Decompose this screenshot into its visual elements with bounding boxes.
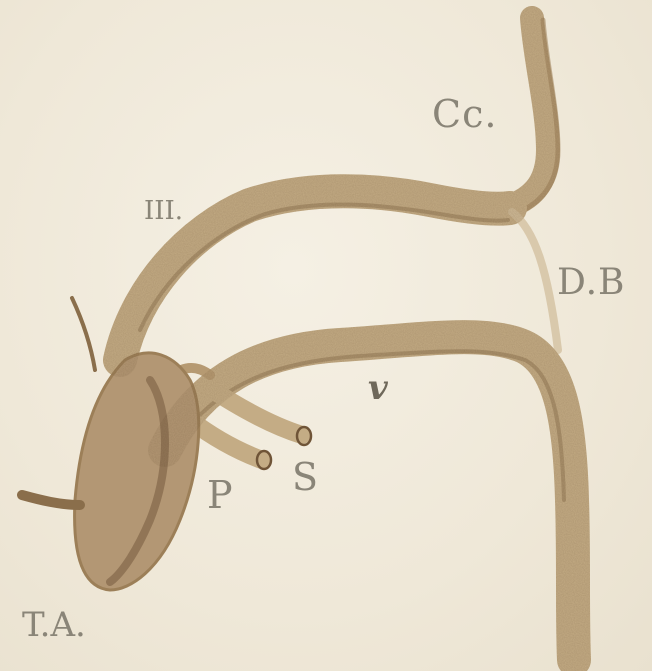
label-carotid: Cc. [432, 92, 497, 136]
stipple-texture [120, 18, 574, 660]
label-subclavian: S [292, 455, 319, 499]
label-pulmonary: P [207, 473, 234, 517]
label-truncus-arteriosus: T.A. [22, 605, 86, 645]
label-third-arch: III. [144, 196, 183, 226]
left-stub [22, 495, 80, 505]
label-vessel-v: v [368, 368, 389, 408]
pulmonary-branch [190, 420, 262, 460]
top-stub [72, 298, 95, 370]
label-ductus-botalli: D.B [557, 262, 625, 303]
